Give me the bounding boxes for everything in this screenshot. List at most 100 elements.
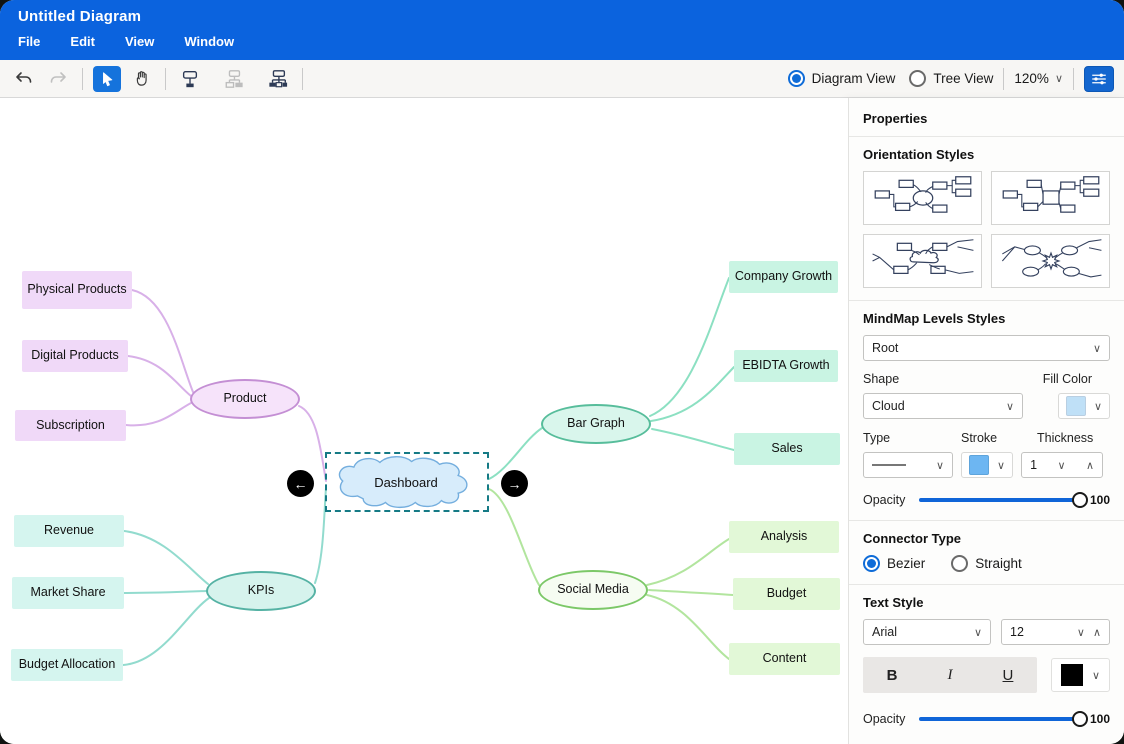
text-opacity-slider[interactable] [919,711,1088,727]
bold-button[interactable]: B [886,666,898,684]
straight-radio[interactable]: Straight [951,555,1022,572]
level-dropdown[interactable]: Root ∨ [863,335,1110,361]
properties-toggle-button[interactable] [1084,65,1114,92]
toolbar-separator [1073,67,1074,90]
shape-dropdown[interactable]: Cloud ∨ [863,393,1023,419]
node-dashboard[interactable]: Dashboard [328,455,484,509]
zoom-value: 120% [1014,71,1049,86]
slider-knob[interactable] [1071,492,1088,508]
mindmap-levels-title: MindMap Levels Styles [863,311,1006,326]
opacity-label: Opacity [863,712,906,726]
layout-two-button[interactable] [220,66,248,92]
diagram-view-radio[interactable]: Diagram View [787,70,896,87]
opacity-value: 100 [1089,712,1110,726]
orientation-rectangle-icon [1002,176,1099,213]
toolbar-separator [302,67,303,90]
menu-window[interactable]: Window [184,34,235,49]
node-revenue[interactable]: Revenue [14,515,124,547]
chevron-down-icon: ∨ [1054,73,1063,85]
node-subscription[interactable]: Subscription [15,410,126,441]
node-market-share[interactable]: Market Share [12,577,124,609]
diagram-view-label: Diagram View [811,71,896,86]
redo-button[interactable] [44,66,72,92]
node-kpis[interactable]: KPIs [206,571,316,611]
node-bar-graph[interactable]: Bar Graph [541,404,651,444]
fill-color-label: Fill Color [1042,372,1092,386]
layout-multi-button[interactable] [264,66,292,92]
stroke-label: Stroke [961,431,998,445]
orientation-style-rectangle[interactable] [991,171,1110,225]
toolbar-separator [1003,67,1005,90]
toolbar: Diagram View Tree View 120% ∨ [0,60,1124,98]
opacity-value: 100 [1089,493,1110,507]
connector-type-title: Connector Type [863,531,961,546]
diagram-canvas[interactable]: Physical Products Digital Products Subsc… [0,98,848,744]
collapse-left-button[interactable]: ← [287,470,314,497]
app-title: Untitled Diagram [18,8,142,25]
select-tool-button[interactable] [93,65,121,92]
node-budget[interactable]: Budget [733,578,840,610]
font-color-swatch [1060,664,1083,686]
undo-icon [16,71,32,83]
node-analysis[interactable]: Analysis [729,521,839,553]
orientation-style-cloud[interactable] [863,234,982,288]
underline-button[interactable]: U [1002,666,1014,684]
dashboard-label: Dashboard [374,474,438,490]
menu-view[interactable]: View [124,34,155,49]
chevron-down-icon: ∨ [973,626,982,639]
solid-line-icon [872,464,906,466]
shape-value: Cloud [872,399,905,413]
left-arrow-icon: ← [293,475,308,492]
thickness-value: 1 [1030,458,1038,472]
stroke-color-picker[interactable]: ∨ [961,452,1014,478]
font-color-picker[interactable]: ∨ [1050,658,1110,692]
orientation-star-icon [1001,239,1102,278]
italic-button[interactable]: I [947,666,953,683]
chevron-up-icon: ∧ [1085,459,1095,472]
node-ebidta-growth[interactable]: EBIDTA Growth [734,350,838,382]
orientation-styles-title: Orientation Styles [863,147,975,162]
chevron-down-icon: ∨ [1057,459,1066,472]
pan-tool-button[interactable] [127,66,155,92]
radio-dot [951,555,969,572]
level-value: Root [872,341,899,355]
layout-single-button[interactable] [176,66,204,92]
tree-view-radio[interactable]: Tree View [909,70,993,87]
zoom-dropdown[interactable]: 120% ∨ [1014,71,1063,86]
node-budget-allocation[interactable]: Budget Allocation [11,649,123,681]
line-type-dropdown[interactable]: ∨ [863,452,953,478]
menubar: File Edit View Window [18,34,1124,49]
font-family-dropdown[interactable]: Arial ∨ [863,619,991,645]
shape-opacity-slider[interactable] [919,492,1088,508]
fill-color-picker[interactable]: ∨ [1057,393,1110,419]
node-company-growth[interactable]: Company Growth [729,261,838,293]
menu-edit[interactable]: Edit [70,34,95,49]
node-social-media[interactable]: Social Media [538,570,648,610]
chevron-down-icon: ∨ [1091,669,1100,682]
bezier-label: Bezier [887,556,926,571]
toolbar-separator [165,67,166,90]
straight-label: Straight [975,556,1022,571]
chevron-down-icon: ∨ [1092,342,1101,355]
font-size-stepper[interactable]: 12 ∨ ∧ [1001,619,1110,645]
thickness-stepper[interactable]: 1 ∨ ∧ [1021,452,1104,478]
fill-color-swatch [1065,396,1086,416]
bezier-radio[interactable]: Bezier [863,555,925,572]
orientation-style-ellipse[interactable] [863,171,982,225]
menu-file[interactable]: File [18,34,41,49]
selection-box[interactable] [325,452,489,512]
node-physical-products[interactable]: Physical Products [22,271,132,309]
node-product[interactable]: Product [190,379,300,419]
cursor-icon [103,71,113,86]
undo-button[interactable] [10,66,38,92]
node-digital-products[interactable]: Digital Products [22,340,128,372]
sliders-icon [1092,73,1106,84]
radio-dot [909,70,927,87]
slider-track [919,498,1086,502]
node-content[interactable]: Content [729,643,840,675]
orientation-style-star[interactable] [991,234,1110,288]
collapse-right-button[interactable]: → [501,470,528,497]
slider-knob[interactable] [1071,711,1088,727]
node-sales[interactable]: Sales [734,433,840,465]
